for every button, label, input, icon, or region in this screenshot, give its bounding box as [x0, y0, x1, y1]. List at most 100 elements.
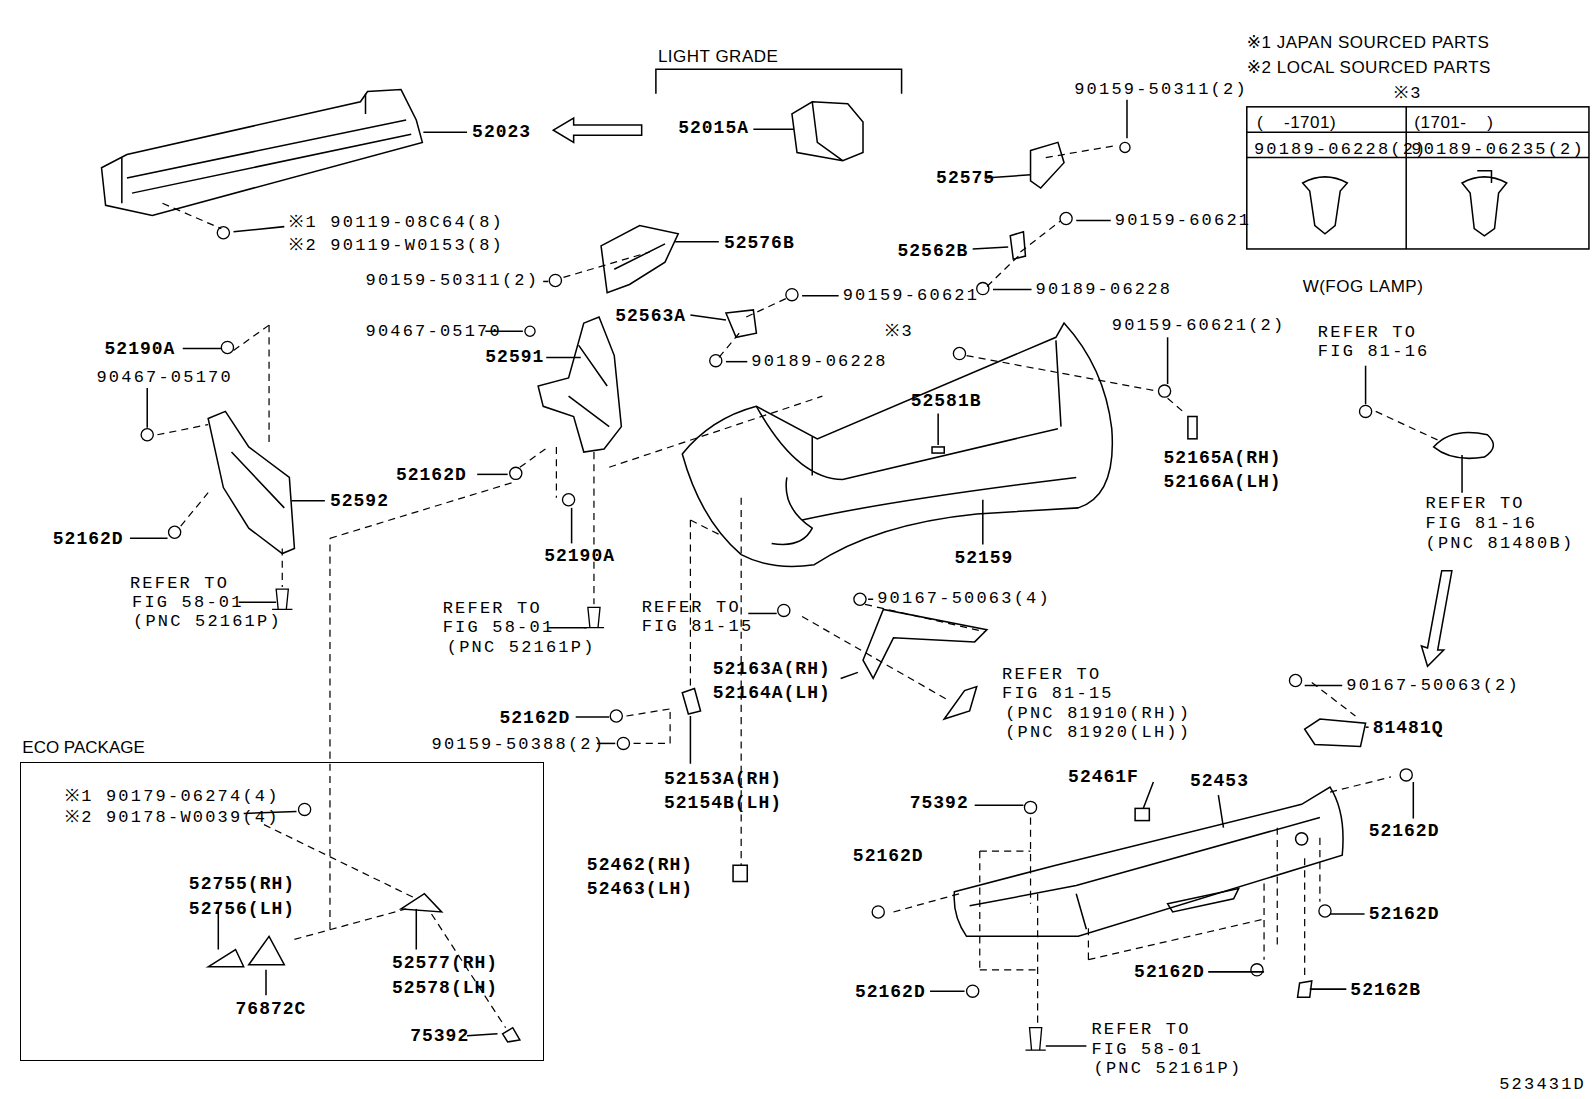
lower-bumper-shape — [970, 818, 1320, 930]
light-grade-bracket-shape — [656, 69, 902, 93]
callout-number: 52162D — [855, 983, 926, 1003]
callout-number: 52463(LH) — [587, 880, 693, 900]
part-number: 90159-60621 — [843, 287, 979, 306]
callout-number: 52563A — [615, 307, 686, 327]
part-number: (PNC 52161P) — [447, 639, 596, 658]
callout-number: 52756(LH) — [189, 900, 295, 920]
leader-lines-shape — [543, 281, 548, 283]
callout-number: 52162D — [53, 530, 124, 550]
bracket-parts-shape — [538, 317, 621, 452]
leader-lines-shape — [930, 990, 965, 992]
dashed-lines-shape — [987, 256, 1018, 286]
callout-number: 52162D — [500, 709, 571, 729]
dashed-lines-shape — [1168, 398, 1183, 411]
bracket-parts-shape — [726, 310, 756, 337]
bracket-parts-shape — [1010, 232, 1025, 259]
fasteners-shape — [786, 289, 798, 301]
callout-number: 52162D — [1134, 963, 1205, 983]
light-grade-bracket — [656, 69, 902, 93]
leader-lines-shape — [982, 500, 984, 545]
fasteners-shape — [1120, 142, 1130, 152]
part-number: REFER TO — [1425, 495, 1524, 514]
lower-bumper-shape — [1296, 833, 1308, 845]
bracket-parts-shape — [1135, 808, 1149, 820]
leader-lines-shape — [146, 388, 148, 428]
part-number: (PNC 81910(RH)) — [1005, 705, 1191, 724]
fasteners-shape — [510, 467, 522, 479]
reinforcement-beam-shape — [423, 131, 467, 133]
leader-lines-shape — [1366, 726, 1369, 728]
fasteners-shape — [217, 227, 229, 239]
dashed-lines-shape — [157, 425, 208, 435]
fasteners — [141, 142, 1412, 1050]
dashed-lines-shape — [1037, 894, 1038, 1024]
bracket-parts-shape — [208, 411, 294, 553]
note-text: ( -1701) — [1257, 114, 1336, 133]
callout-number: 52162D — [1369, 822, 1440, 842]
part-number: 90189-06228(2) — [1254, 141, 1428, 160]
dashed-lines-shape — [1046, 145, 1117, 157]
fasteners-shape — [1158, 385, 1170, 397]
leader-lines-shape — [1461, 455, 1463, 493]
callout-number: 52581B — [911, 392, 982, 412]
leader-lines-shape — [841, 672, 858, 678]
part-number: FIG 58-01 — [132, 594, 244, 613]
fasteners-shape — [549, 274, 561, 286]
part-number: FIG 58-01 — [1091, 1041, 1203, 1060]
part-number: (PNC 81920(LH)) — [1005, 724, 1191, 743]
callout-number: 52575 — [936, 169, 995, 189]
fasteners-shape — [1024, 801, 1036, 813]
dashed-lines-shape — [893, 894, 959, 912]
note-text: (1701- ) — [1414, 114, 1493, 133]
part-number: 90189-06228 — [751, 353, 887, 372]
part-number: REFER TO — [1002, 666, 1101, 685]
callout-number: 52190A — [544, 547, 615, 567]
fog-lamp-and-reflector-shape — [1305, 719, 1366, 746]
part-number: ※1 90119-08C64(8) — [289, 214, 504, 233]
leader-lines-shape — [477, 474, 507, 476]
leader-lines-shape — [868, 598, 873, 600]
callout-number: 52577(RH) — [392, 954, 498, 974]
leader-lines-shape — [1365, 366, 1367, 405]
part-number: 90467-05170 — [366, 323, 502, 342]
part-number: 90167-50063(4) — [877, 590, 1051, 609]
fog-lamp-and-reflector — [1305, 432, 1494, 746]
callout-number: 52023 — [472, 123, 531, 143]
part-number: 90159-60621 — [1115, 212, 1251, 231]
bumper-cover-shape — [1188, 416, 1197, 438]
callout-number: 52591 — [485, 348, 544, 368]
fasteners-shape — [525, 326, 535, 336]
dashed-lines-shape — [268, 325, 269, 447]
bracket-parts — [208, 142, 1312, 997]
fasteners-shape — [221, 341, 233, 353]
part-number: FIG 58-01 — [443, 619, 555, 638]
callout-number: 52462(RH) — [587, 856, 693, 876]
fasteners-shape — [854, 593, 866, 605]
reinforcement-beam-shape — [102, 90, 423, 216]
fasteners-shape — [967, 985, 979, 997]
callout-number: 75392 — [410, 1027, 469, 1047]
dashed-lines-shape — [746, 297, 790, 317]
dashed-lines-shape — [329, 538, 330, 929]
dashed-lines-shape — [1304, 858, 1305, 977]
leader-lines-shape — [802, 295, 839, 297]
dashed-lines-shape — [690, 520, 722, 536]
clip-table-shape — [1303, 177, 1348, 234]
fasteners-shape — [169, 526, 181, 538]
dashed-lines-shape — [1319, 838, 1320, 902]
dashed-lines-shape — [563, 252, 649, 277]
leader-lines-shape — [239, 602, 277, 604]
dashed-lines-shape — [162, 203, 221, 228]
dashed-lines-shape — [294, 909, 406, 939]
dashed-lines-shape — [556, 447, 557, 498]
fasteners-shape — [562, 494, 574, 506]
bracket-parts-shape — [682, 689, 700, 714]
part-number: (PNC 52161P) — [1093, 1060, 1242, 1079]
leader-lines-shape — [1046, 1045, 1087, 1047]
leader-lines-shape — [690, 716, 692, 764]
light-grade-bracket-part-shape — [792, 102, 863, 161]
part-number: FIG 81-16 — [1318, 343, 1430, 362]
part-number: REFER TO — [443, 600, 542, 619]
part-number: ※2 90178-W0039(4) — [65, 809, 280, 828]
callout-number: 52190A — [105, 340, 176, 360]
